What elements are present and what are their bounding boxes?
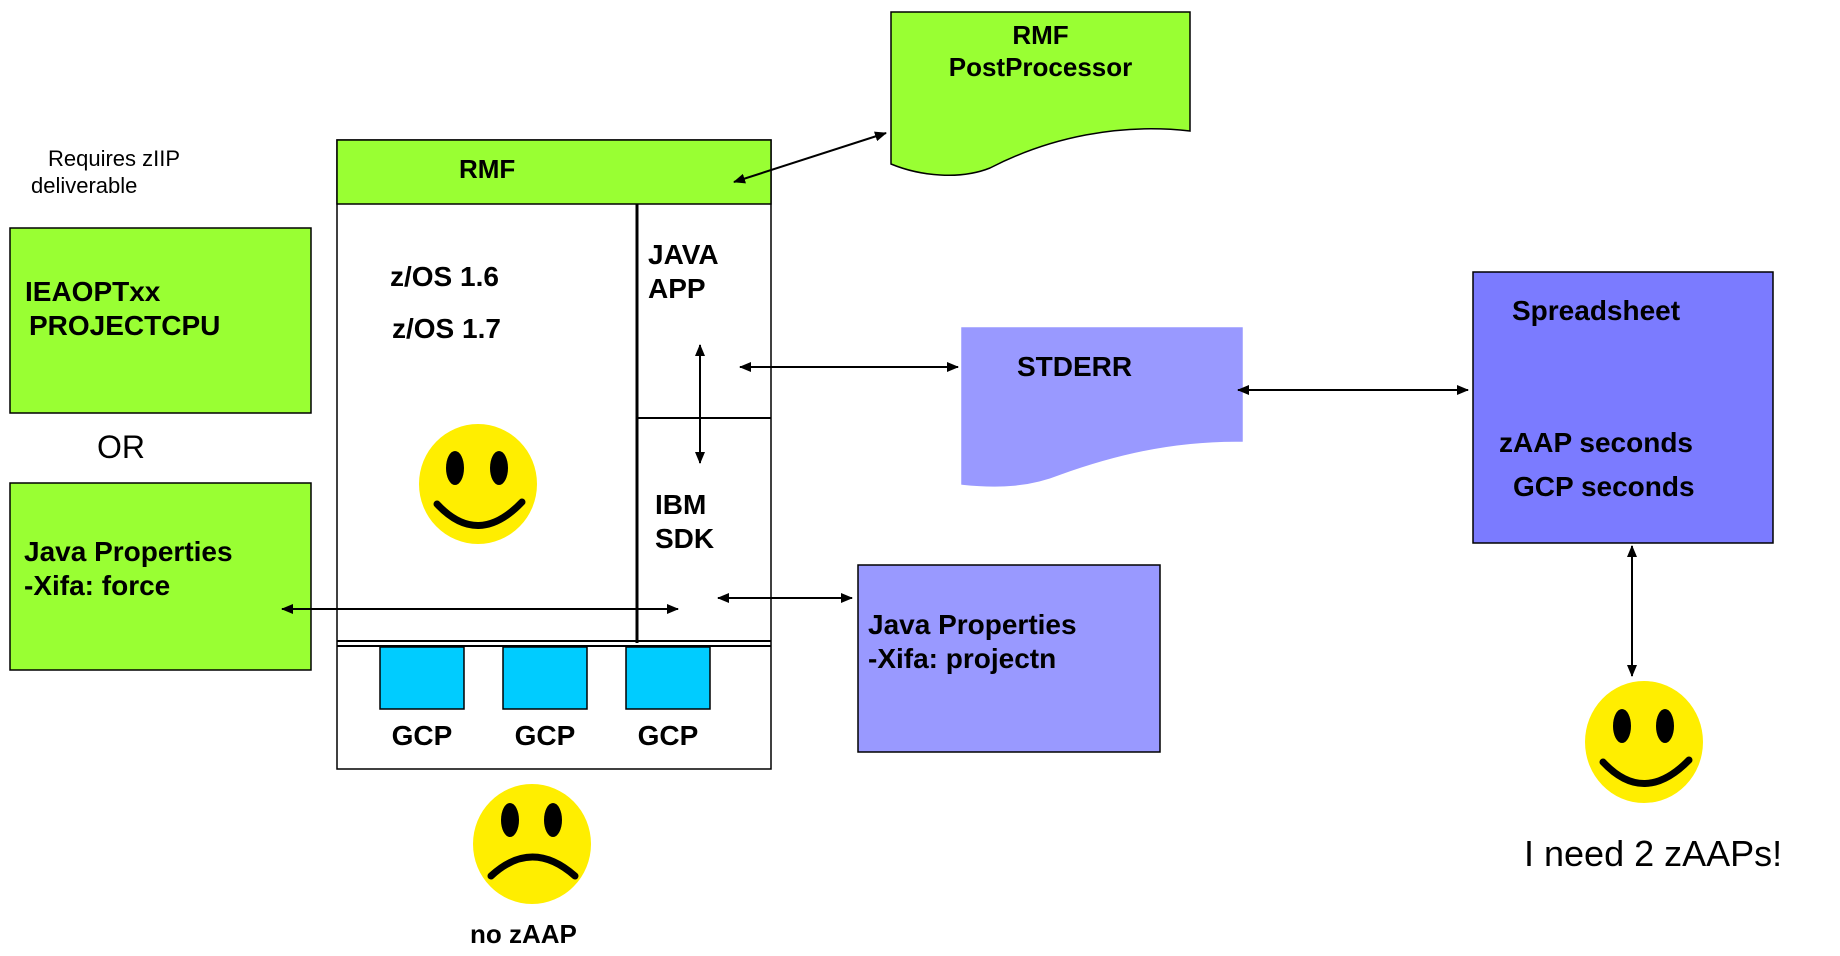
gcp-chip-1	[379, 646, 465, 710]
gcp-chip-3	[625, 646, 711, 710]
ieaopt-line2: PROJECTCPU	[29, 310, 221, 342]
happy-face-right-icon	[1585, 681, 1703, 803]
java-props-force-box	[9, 482, 312, 671]
java-props-projectn-line2: -Xifa: projectn	[868, 643, 1057, 675]
rmf-postprocessor-line2: PostProcessor	[948, 51, 1133, 82]
java-app-label: JAVA APP	[648, 238, 719, 306]
arrow-rmf-postprocessor	[733, 131, 887, 184]
java-app-line1: JAVA	[648, 239, 719, 270]
stderr-box	[961, 327, 1243, 487]
ibm-sdk-line1: IBM	[655, 489, 707, 520]
java-props-projectn-box	[857, 564, 1161, 753]
gcp-chip-2	[502, 646, 588, 710]
java-props-projectn-line1: Java Properties	[868, 609, 1077, 640]
zlip-note-line1: Requires zIIP	[48, 146, 181, 171]
java-props-force-line1: Java Properties	[24, 536, 233, 567]
sad-face-icon	[473, 784, 591, 904]
zos-version-2: z/OS 1.7	[392, 313, 501, 344]
stderr-label: STDERR	[1017, 351, 1133, 382]
ibm-sdk-label: IBM SDK	[655, 488, 714, 556]
spreadsheet-title: Spreadsheet	[1512, 295, 1681, 326]
zaap-need-label: I need 2 zAAPs!	[1524, 833, 1783, 874]
gcp-label-3: GCP	[637, 720, 699, 751]
java-props-projectn-label: Java Properties -Xifa: projectn	[868, 608, 1077, 676]
no-zaap-label: no zAAP	[470, 919, 577, 949]
spreadsheet-zaap-seconds: zAAP seconds	[1499, 427, 1693, 458]
zlip-note: Requires zIIP deliverable	[31, 146, 181, 200]
java-props-force-label: Java Properties -Xifa: force	[24, 535, 233, 603]
spreadsheet-gcp-seconds: GCP seconds	[1513, 471, 1695, 502]
ieaopt-line1: IEAOPTxx	[25, 276, 161, 307]
spreadsheet-box	[1472, 271, 1774, 544]
java-app-line2: APP	[648, 273, 706, 305]
gcp-label-2: GCP	[514, 720, 576, 751]
ieaopt-label: IEAOPTxx PROJECTCPU	[25, 275, 220, 343]
rmf-postprocessor-line1: RMF	[1012, 20, 1069, 50]
zlip-note-line2: deliverable	[31, 172, 138, 198]
ieaopt-box	[9, 227, 312, 414]
rmf-postprocessor-box	[890, 11, 1191, 176]
zos-version-1: z/OS 1.6	[390, 261, 499, 292]
ibm-sdk-line2: SDK	[655, 523, 715, 555]
rmf-postprocessor-label: RMF PostProcessor	[891, 20, 1190, 83]
gcp-label-1: GCP	[391, 720, 453, 751]
java-props-force-line2: -Xifa: force	[24, 570, 171, 602]
or-label: OR	[97, 429, 145, 465]
rmf-label: RMF	[459, 154, 516, 184]
rmf-header	[336, 139, 772, 205]
happy-face-icon	[419, 424, 537, 544]
